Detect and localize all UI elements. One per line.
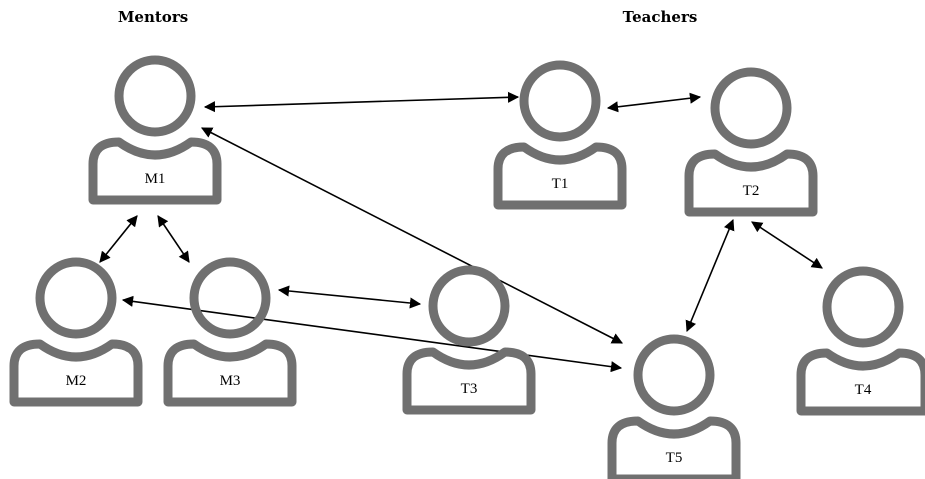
connections-layer (99, 91, 823, 373)
person-icon (88, 55, 222, 205)
person-body-icon (9, 339, 143, 407)
person-head-icon (519, 60, 601, 142)
person-label: T5 (666, 450, 683, 466)
person-body-icon (607, 416, 741, 479)
teachers-heading: Teachers (623, 8, 698, 26)
person-body-icon (493, 142, 627, 210)
person-body-icon (163, 339, 297, 407)
person-label: T1 (552, 176, 569, 192)
person-head-icon (35, 257, 117, 339)
person-label: T4 (855, 382, 872, 398)
person-body-icon (88, 137, 222, 205)
person-t4: T4 (796, 266, 925, 416)
person-m1: M1 (88, 55, 222, 205)
person-m3: M3 (163, 257, 297, 407)
person-label: M3 (220, 373, 241, 389)
person-head-icon (822, 266, 904, 348)
person-t2: T2 (684, 67, 818, 217)
person-head-icon (189, 257, 271, 339)
person-icon (9, 257, 143, 407)
person-head-icon (114, 55, 196, 137)
person-icon (607, 334, 741, 479)
connection-t2-t4 (751, 221, 823, 269)
mentors-heading: Mentors (118, 8, 188, 26)
person-t5: T5 (607, 334, 741, 479)
person-label: T2 (743, 183, 760, 199)
person-body-icon (402, 347, 536, 415)
connection-m2-t5 (121, 295, 623, 373)
person-m2: M2 (9, 257, 143, 407)
connection-m1-m3 (157, 215, 190, 263)
person-head-icon (633, 334, 715, 416)
connection-m1-t1 (203, 91, 520, 113)
person-label: T3 (461, 381, 478, 397)
person-icon (493, 60, 627, 210)
person-head-icon (710, 67, 792, 149)
person-head-icon (428, 265, 510, 347)
connection-m1-m2 (99, 215, 138, 263)
connection-t1-t2 (606, 92, 702, 113)
connection-t2-t5 (685, 218, 735, 333)
person-body-icon (684, 149, 818, 217)
person-icon (796, 266, 925, 416)
person-icon (684, 67, 818, 217)
person-label: M2 (66, 373, 87, 389)
connection-m3-t3 (277, 285, 422, 309)
person-icon (402, 265, 536, 415)
person-icon (163, 257, 297, 407)
person-t3: T3 (402, 265, 536, 415)
person-t1: T1 (493, 60, 627, 210)
person-body-icon (796, 348, 925, 416)
person-label: M1 (145, 171, 166, 187)
